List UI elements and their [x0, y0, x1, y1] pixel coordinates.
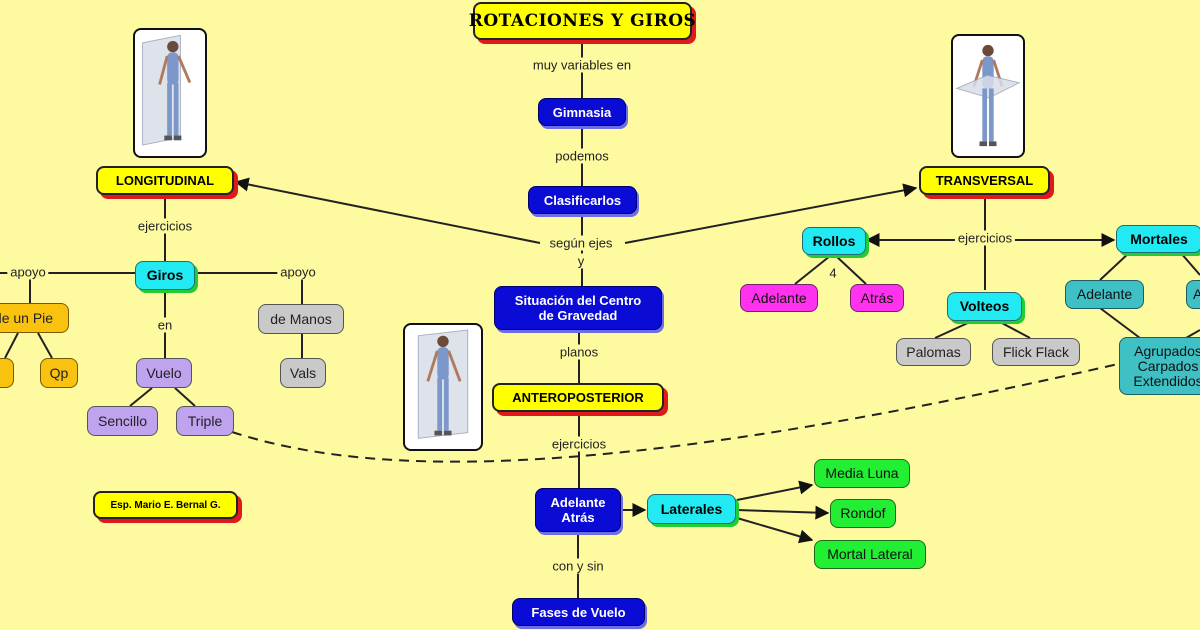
label-segun-ejes: según ejes [546, 235, 616, 251]
node-de-manos: de Manos [258, 304, 344, 334]
label-muy-variables: muy variables en [529, 57, 635, 73]
map-title: ROTACIONES Y GIROS [469, 2, 696, 40]
node-centro-gravedad: Situación del Centro de Gravedad [494, 286, 662, 330]
node-vals: Vals [280, 358, 326, 388]
label-podemos: podemos [552, 148, 612, 164]
anteroposterior-figure-image [403, 323, 483, 451]
node-rollos: Rollos [802, 227, 866, 255]
node-c: c [0, 358, 14, 388]
node-laterales: Laterales [647, 494, 736, 524]
node-palomas: Palomas [896, 338, 971, 366]
node-qp: Qp [40, 358, 78, 388]
node-adelante-rollo: Adelante [740, 284, 818, 312]
label-apoyo-left: apoyo [7, 264, 49, 280]
node-media-luna: Media Luna [814, 459, 910, 488]
human-plane-icon [142, 34, 192, 146]
node-longitudinal: LONGITUDINAL [96, 166, 234, 195]
label-con-y-sin: con y sin [549, 558, 607, 574]
node-volteos: Volteos [947, 292, 1022, 321]
node-clasificarlos: Clasificarlos [528, 186, 637, 214]
label-ejercicios-left: ejercicios [134, 218, 196, 234]
label-y: y [574, 253, 588, 269]
human-plane-icon [417, 329, 469, 439]
node-flick-flack: Flick Flack [992, 338, 1080, 366]
human-plane-icon [955, 44, 1021, 147]
node-transversal: TRANSVERSAL [919, 166, 1050, 195]
label-ejercicios-center: ejercicios [548, 436, 610, 452]
node-adelante-atras: Adelante Atrás [535, 488, 621, 532]
node-de-un-pie: de un Pie [0, 303, 69, 333]
node-atras-rollo: Atrás [850, 284, 904, 312]
node-triple: Triple [176, 406, 234, 436]
node-sencillo: Sencillo [87, 406, 158, 436]
node-a-partial: A [1186, 280, 1200, 309]
label-four: 4 [826, 265, 840, 281]
longitudinal-figure-image [133, 28, 207, 158]
node-gimnasia: Gimnasia [538, 98, 626, 126]
label-en: en [154, 317, 176, 333]
node-fases-vuelo: Fases de Vuelo [512, 598, 645, 626]
node-agrupados: Agrupados Carpados Extendidos [1119, 337, 1200, 395]
label-planos: planos [556, 344, 602, 360]
label-apoyo-right: apoyo [277, 264, 319, 280]
node-rondof: Rondof [830, 499, 896, 528]
transversal-figure-image [951, 34, 1025, 158]
node-vuelo: Vuelo [136, 358, 192, 388]
node-anteroposterior: ANTEROPOSTERIOR [492, 383, 664, 412]
node-mortal-lateral: Mortal Lateral [814, 540, 926, 569]
label-ejercicios-right: ejercicios [954, 230, 1016, 246]
author-credit: Esp. Mario E. Bernal G. [93, 491, 238, 519]
node-adelante-mortal: Adelante [1065, 280, 1144, 309]
node-mortales: Mortales [1116, 225, 1200, 253]
node-giros: Giros [135, 261, 195, 290]
